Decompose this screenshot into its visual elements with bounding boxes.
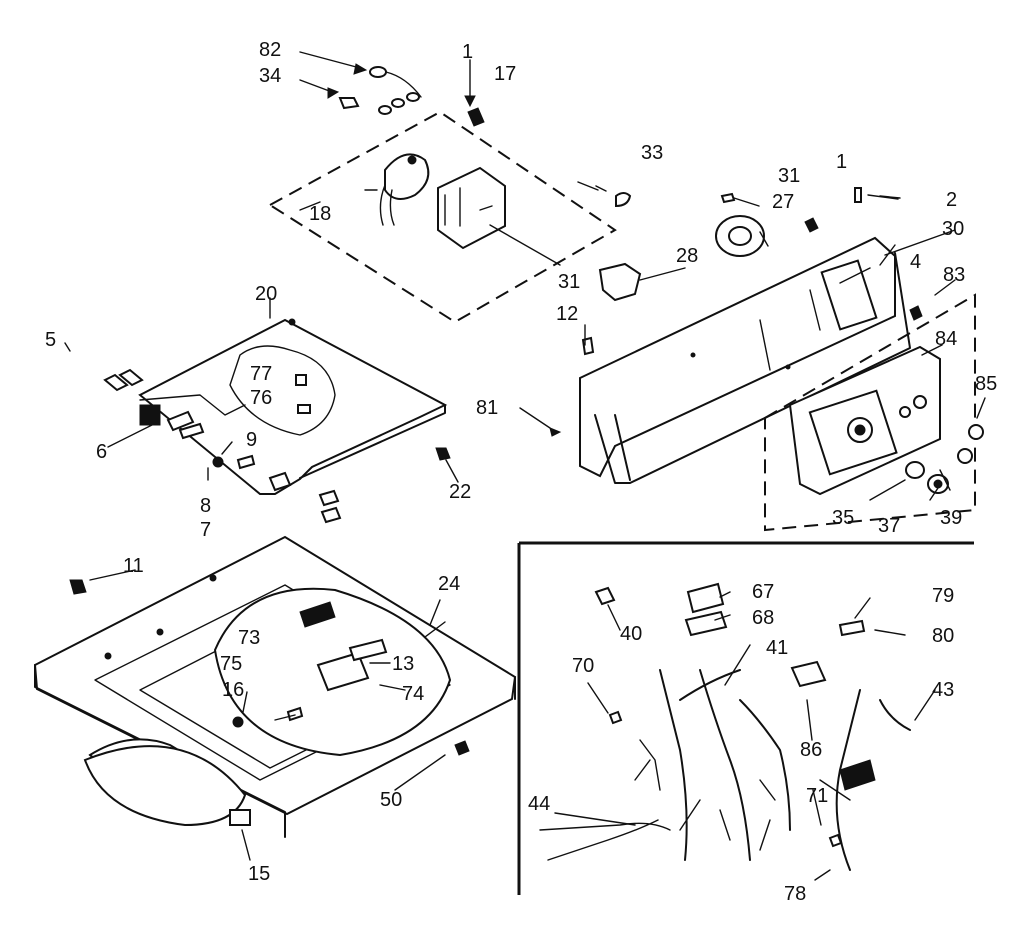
callout-22: 22 — [449, 481, 471, 503]
callout-1-right: 1 — [836, 151, 847, 173]
callout-82: 82 — [259, 39, 281, 61]
callout-75: 75 — [220, 653, 242, 675]
callout-31-top: 31 — [778, 165, 800, 187]
callout-78: 78 — [784, 883, 806, 905]
callout-37: 37 — [878, 515, 900, 537]
callout-43: 43 — [932, 679, 954, 701]
callout-24: 24 — [438, 573, 460, 595]
top-lid — [103, 318, 451, 524]
callout-7: 7 — [200, 519, 211, 541]
callout-74: 74 — [402, 683, 424, 705]
callout-16: 16 — [222, 679, 244, 701]
callout-44: 44 — [528, 793, 550, 815]
callout-80: 80 — [932, 625, 954, 647]
callout-84: 84 — [935, 328, 957, 350]
callout-77: 77 — [250, 363, 272, 385]
leader-lines — [64, 181, 986, 881]
callout-13: 13 — [392, 653, 414, 675]
cabinet-top — [33, 535, 517, 838]
callout-76: 76 — [250, 387, 272, 409]
callout-27: 27 — [772, 191, 794, 213]
callout-28: 28 — [676, 245, 698, 267]
callout-1-top: 1 — [462, 41, 473, 63]
callout-79: 79 — [932, 585, 954, 607]
callout-81: 81 — [476, 397, 498, 419]
callout-67: 67 — [752, 581, 774, 603]
callout-85: 85 — [975, 373, 997, 395]
callout-12: 12 — [556, 303, 578, 325]
control-panel — [764, 293, 984, 532]
callout-15: 15 — [248, 863, 270, 885]
callout-2: 2 — [946, 189, 957, 211]
callout-40: 40 — [620, 623, 642, 645]
callout-17: 17 — [494, 63, 516, 85]
callout-34: 34 — [259, 65, 281, 87]
callout-41: 41 — [766, 637, 788, 659]
timer-assembly — [268, 51, 632, 324]
callout-73: 73 — [238, 627, 260, 649]
callout-11: 11 — [123, 555, 144, 577]
callout-83: 83 — [943, 264, 965, 286]
callout-70: 70 — [572, 655, 594, 677]
callout-5: 5 — [45, 329, 56, 351]
callout-39: 39 — [940, 507, 962, 529]
callout-68: 68 — [752, 607, 774, 629]
callout-6: 6 — [96, 441, 107, 463]
callout-9: 9 — [246, 429, 257, 451]
callout-50: 50 — [380, 789, 402, 811]
callout-86: 86 — [800, 739, 822, 761]
callout-35: 35 — [832, 507, 854, 529]
callout-8: 8 — [200, 495, 211, 517]
callout-4: 4 — [910, 251, 921, 273]
wiring-harness-inset — [517, 541, 974, 895]
callout-30: 30 — [942, 218, 964, 240]
callout-31-left: 31 — [558, 271, 580, 293]
callout-33: 33 — [641, 142, 663, 164]
callout-71: 71 — [806, 785, 828, 807]
callout-labels: 82 34 1 17 33 18 1 31 27 2 28 30 31 12 4… — [45, 39, 997, 905]
callout-18: 18 — [309, 203, 331, 225]
callout-20: 20 — [255, 283, 277, 305]
control-console — [549, 187, 923, 484]
